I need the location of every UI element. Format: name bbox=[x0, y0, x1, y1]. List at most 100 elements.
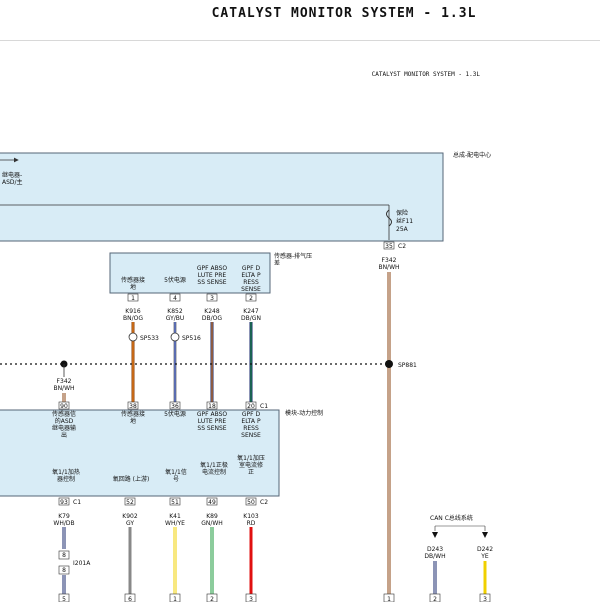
pcm-pin20-box bbox=[245, 401, 257, 410]
page-ref-2: 6 bbox=[128, 596, 132, 602]
pcm-pin49-circuit: K89 bbox=[206, 513, 218, 520]
page-ref-4: 2 bbox=[210, 596, 214, 602]
splice-sp533-label: SP533 bbox=[140, 335, 159, 342]
pcm-pin51-desc-2: 号 bbox=[173, 476, 179, 483]
pcm-pin50-number: 50 bbox=[247, 499, 255, 506]
pcm-pin36-number: 36 bbox=[171, 403, 179, 410]
splice-sp881 bbox=[385, 360, 393, 368]
sensor-pin4-number: 4 bbox=[173, 295, 177, 302]
sensor-pin1-desc-1: 传感器接 bbox=[121, 276, 145, 284]
sensor-pin1-circuit: K916 bbox=[125, 308, 141, 315]
fuse-label-3: 25A bbox=[396, 226, 409, 233]
sensor-pin4-circuit: K852 bbox=[167, 308, 183, 315]
pcm-pin20-desc-2: ELTA P bbox=[241, 418, 261, 425]
relay-label-1: 继电器- bbox=[2, 171, 22, 179]
wire-k248 bbox=[210, 322, 214, 402]
page-ref-8: 3 bbox=[483, 596, 487, 602]
pcm-pin18-desc-1: GPF ABSO bbox=[197, 411, 228, 418]
sensor-pin2-desc-4: SENSE bbox=[241, 286, 261, 293]
pcm-pin90-number: 90 bbox=[60, 403, 68, 410]
fuse-symbol bbox=[386, 209, 392, 227]
pcm-pin52-number: 52 bbox=[126, 499, 134, 506]
pcm-pin50-color: RD bbox=[247, 520, 256, 527]
pcm-pin49-color: GN/WH bbox=[201, 520, 223, 527]
pcm-pin38-number: 38 bbox=[129, 403, 137, 410]
pcm-conn-bottom-right: C2 bbox=[260, 499, 268, 506]
pcm-pin50-circuit: K103 bbox=[243, 513, 259, 520]
page-ref-1: 5 bbox=[62, 596, 66, 602]
sensor-pin1-box bbox=[127, 293, 139, 302]
sensor-pin3-number: 3 bbox=[210, 295, 214, 302]
sensor-pin2-desc-1: GPF D bbox=[242, 265, 261, 272]
page-ref-box-4 bbox=[206, 593, 218, 602]
can-label: CAN C总线系统 bbox=[430, 514, 473, 522]
pcm-pin93-color: WH/DB bbox=[53, 520, 74, 527]
left-feed-circuit: F342 bbox=[57, 378, 72, 385]
inline-connector-label: I201A bbox=[73, 560, 91, 567]
pcm-pin93-number: 93 bbox=[60, 499, 68, 506]
can-d242-arrow-icon bbox=[482, 532, 488, 538]
page-ref-6: 1 bbox=[387, 596, 391, 602]
pcm-pin90-desc-1: 传感器信 bbox=[52, 410, 76, 418]
pcm-pin20-desc-3: RESS bbox=[243, 425, 259, 432]
pcm-label: 模块-动力控制 bbox=[285, 409, 323, 417]
pcm-pin93-desc-1: 氧1/1加热 bbox=[52, 468, 80, 476]
wire-k89 bbox=[210, 527, 214, 594]
pcm-pin51-circuit: K41 bbox=[169, 513, 181, 520]
pcm-pin90-desc-2: 的ASD bbox=[55, 417, 74, 425]
page-ref-box-6 bbox=[383, 593, 395, 602]
sensor-pin2-box bbox=[245, 293, 257, 302]
fuse-label-1: 保险 bbox=[396, 209, 408, 217]
can-d243-arrow-icon bbox=[432, 532, 438, 538]
pcm-pin50-desc-1: 氧1/1加压 bbox=[237, 454, 265, 462]
page-ref-7: 2 bbox=[433, 596, 437, 602]
sensor-pin3-circuit: K248 bbox=[204, 308, 220, 315]
page-ref-5: 3 bbox=[249, 596, 253, 602]
sensor-pin1-desc-2: 地 bbox=[130, 283, 136, 291]
splice-sp881-label: SP881 bbox=[398, 362, 417, 369]
sensor-pin3-color: DB/OG bbox=[202, 315, 222, 322]
pcm-pin38-box bbox=[127, 401, 139, 410]
splice-sp516-label: SP516 bbox=[182, 335, 201, 342]
wire-left-feed bbox=[62, 393, 66, 402]
pcm-pin49-desc-1: 氧1/1正极 bbox=[200, 461, 228, 469]
sensor-pin3-desc-3: SS SENSE bbox=[197, 279, 226, 286]
pcm-pin49-box bbox=[206, 497, 218, 506]
page-title: CATALYST MONITOR SYSTEM - 1.3L bbox=[211, 6, 477, 21]
pcm-pin51-number: 51 bbox=[171, 499, 179, 506]
pcm-pin20-desc-4: SENSE bbox=[241, 432, 261, 439]
pcm-pin18-box bbox=[206, 401, 218, 410]
pcm-pin52-circuit: K902 bbox=[122, 513, 138, 520]
pcm-pin49-desc-2: 电流控制 bbox=[202, 468, 226, 476]
sensor-pin2-color: DB/GN bbox=[241, 315, 261, 322]
pcm-conn-top: C1 bbox=[260, 403, 268, 410]
sensor-pin3-desc-2: LUTE PRE bbox=[198, 272, 227, 279]
pcm-pin20-desc-1: GPF D bbox=[242, 411, 261, 418]
wire-k41 bbox=[173, 527, 177, 594]
pcm-pin52-color: GY bbox=[126, 520, 134, 527]
splice-sp516 bbox=[170, 332, 180, 342]
pcm-pin50-box bbox=[245, 497, 257, 506]
splice-sp533 bbox=[128, 332, 138, 342]
pcm-module-box bbox=[0, 409, 280, 497]
page-subtitle: CATALYST MONITOR SYSTEM - 1.3L bbox=[371, 71, 480, 78]
sensor-pin1-color: BN/OG bbox=[123, 315, 143, 322]
pcm-pin50-desc-3: 正 bbox=[248, 469, 254, 476]
wire-k247 bbox=[249, 322, 253, 402]
wire-k103 bbox=[249, 527, 253, 594]
inline-connector-pin-bottom: 8 bbox=[62, 567, 66, 574]
pcm-pin18-desc-3: SS SENSE bbox=[197, 425, 226, 432]
pcm-pin52-box bbox=[124, 497, 136, 506]
pcm-pin36-box bbox=[169, 401, 181, 410]
inline-connector-pin-top: 8 bbox=[62, 552, 66, 559]
left-feed-color: BN/WH bbox=[53, 385, 74, 392]
page-ref-box-7 bbox=[429, 593, 441, 602]
sensor-pin2-desc-2: ELTA P bbox=[241, 272, 261, 279]
pcm-pin52-desc-1: 氧回路 (上游) bbox=[113, 475, 150, 483]
sensor-module-box bbox=[109, 252, 271, 294]
pcm-pin18-number: 18 bbox=[208, 403, 216, 410]
pcm-pin51-desc-1: 氧1/1信 bbox=[165, 468, 187, 476]
pcm-pin51-color: WH/YE bbox=[165, 520, 185, 527]
pdc-pin-conn: C2 bbox=[398, 243, 406, 250]
sensor-pin2-desc-3: RESS bbox=[243, 279, 259, 286]
